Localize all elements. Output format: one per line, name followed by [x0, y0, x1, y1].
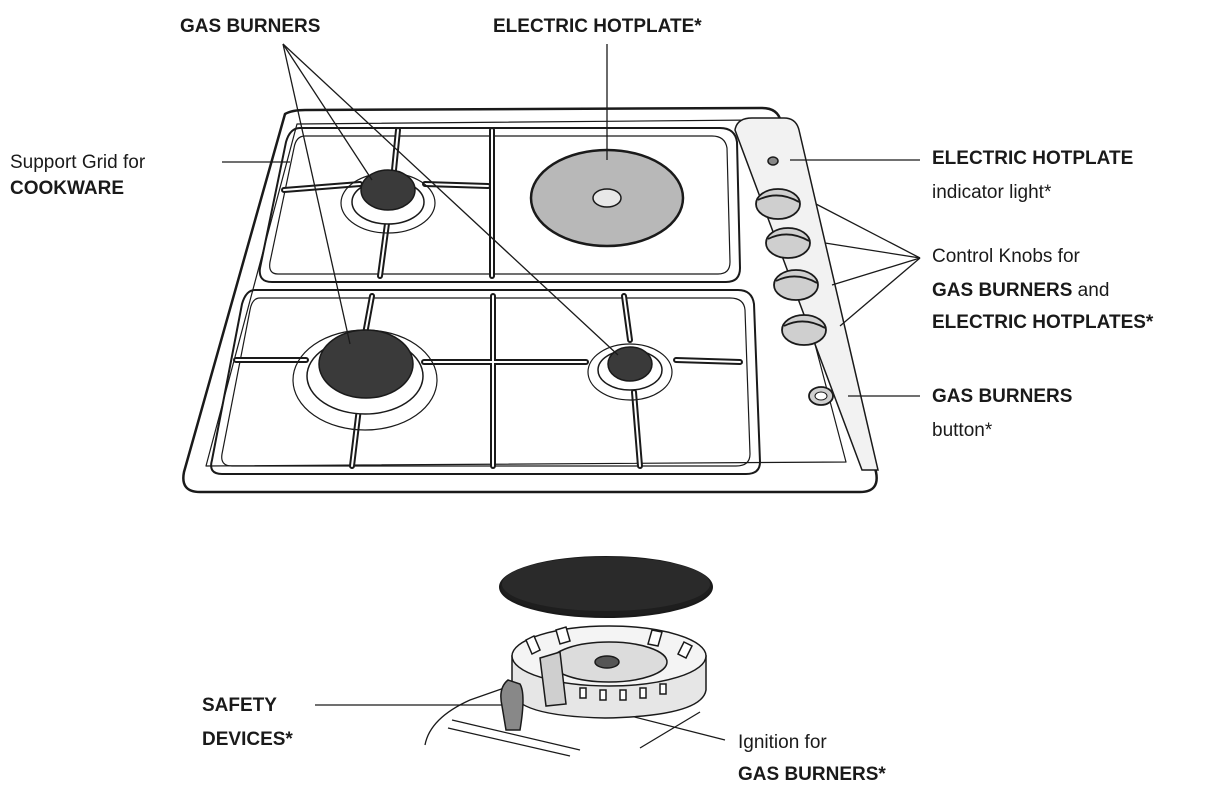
label-gas-button-title: GAS BURNERS [932, 386, 1073, 407]
gas-burners-button [808, 386, 834, 406]
label-control-knobs-hotplates: ELECTRIC HOTPLATES* [932, 312, 1154, 333]
knob-4 [781, 314, 827, 346]
knob-2 [765, 227, 811, 259]
gas-burner-large [292, 329, 438, 431]
indicator-light [767, 156, 779, 166]
gas-burner-small-top [340, 169, 436, 234]
label-control-knobs: Control Knobs for [932, 246, 1080, 267]
burner-base [500, 625, 707, 731]
grid-highlights [235, 129, 741, 467]
gas-burner-small-bottom [587, 343, 673, 401]
countertop-lines [424, 685, 701, 757]
knob-3 [773, 269, 819, 301]
knob-1 [755, 188, 801, 220]
label-control-knobs-line2: GAS BURNERS and [932, 278, 1109, 303]
label-ignition-1: Ignition for [738, 732, 827, 753]
label-ignition-2: GAS BURNERS* [738, 764, 886, 785]
label-electric-hotplate-top: ELECTRIC HOTPLATE* [493, 16, 702, 37]
label-indicator-sub: indicator light* [932, 182, 1052, 203]
electric-hotplate [529, 148, 685, 248]
label-gas-burners-top: GAS BURNERS [180, 16, 321, 37]
label-indicator-title: ELECTRIC HOTPLATE [932, 148, 1134, 169]
label-cookware: COOKWARE [10, 178, 124, 199]
label-control-knobs-gas: GAS BURNERS [932, 280, 1073, 301]
top-cooking-well [258, 127, 742, 283]
control-knobs [755, 188, 827, 346]
label-safety-1: SAFETY [202, 695, 277, 716]
label-control-knobs-and: and [1072, 280, 1110, 301]
leader-lines [222, 43, 921, 741]
label-support-grid: Support Grid for [10, 152, 146, 173]
label-safety-2: DEVICES* [202, 729, 293, 750]
bottom-cooking-well [210, 289, 762, 475]
burner-detail [424, 556, 713, 757]
label-gas-button-sub: button* [932, 420, 993, 441]
